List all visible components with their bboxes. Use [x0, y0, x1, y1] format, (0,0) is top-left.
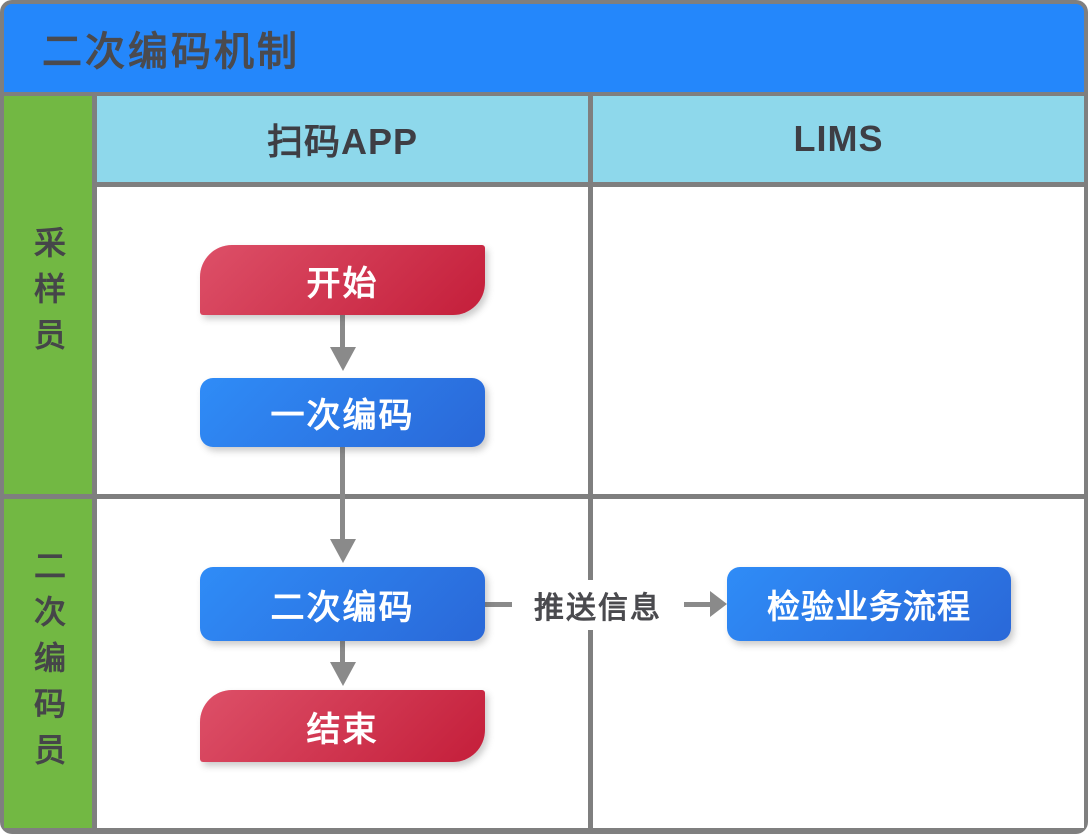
page-title: 二次编码机制 — [42, 30, 300, 74]
flow-node-start-label: 开始 — [306, 264, 379, 303]
arrow-down-icon — [330, 662, 356, 686]
lane-sampler: 采样员 — [4, 96, 92, 494]
arrow-down-icon — [330, 347, 356, 371]
column-header-lims-label: LIMS — [793, 118, 884, 159]
flow-node-primary-coding: 一次编码 — [200, 378, 485, 447]
arrow-primary-to-secondary-shaft — [340, 447, 345, 540]
flow-node-inspection-process: 检验业务流程 — [727, 567, 1011, 641]
connector-label-push-info: 推送信息 — [512, 580, 684, 630]
arrow-push-info-shaft — [687, 602, 712, 607]
flow-node-start: 开始 — [200, 245, 485, 315]
lane-secondary-coder: 二次编码员 — [4, 499, 92, 828]
lane-sampler-label: 采样员 — [30, 226, 66, 364]
cell-lims-row-coder — [593, 499, 1084, 828]
title-bar: 二次编码机制 — [4, 4, 1084, 92]
column-header-scan-app-label: 扫码APP — [266, 121, 419, 162]
flow-node-secondary-coding-label: 二次编码 — [270, 588, 415, 627]
flow-node-primary-coding-label: 一次编码 — [270, 397, 415, 435]
flow-node-end: 结束 — [200, 690, 485, 762]
arrow-right-icon — [710, 591, 727, 617]
lane-secondary-coder-label: 二次编码员 — [30, 548, 66, 779]
column-header-lims: LIMS — [593, 96, 1084, 182]
flow-node-end-label: 结束 — [306, 710, 379, 749]
cell-lims-row-sampler — [593, 187, 1084, 494]
connector-label-text: 推送信息 — [534, 592, 662, 625]
flow-node-secondary-coding: 二次编码 — [200, 567, 485, 641]
arrow-secondary-to-end-shaft — [340, 641, 345, 663]
arrow-start-to-primary-shaft — [340, 315, 345, 349]
column-header-scan-app: 扫码APP — [97, 96, 588, 182]
flow-node-inspection-process-label: 检验业务流程 — [767, 588, 971, 625]
arrow-down-icon — [330, 539, 356, 563]
